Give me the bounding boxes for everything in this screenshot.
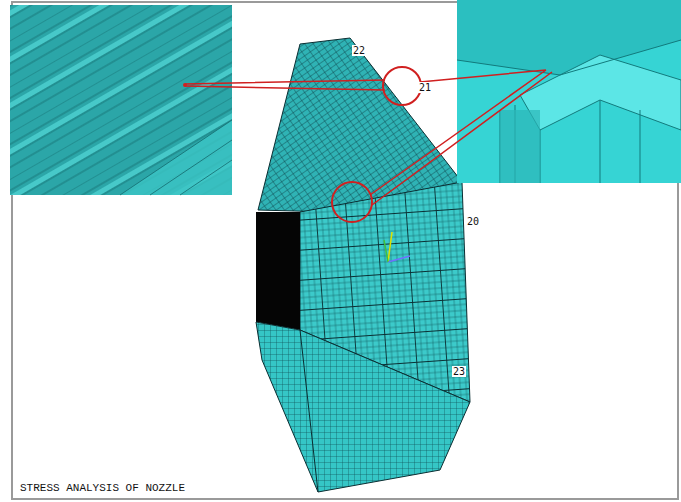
callout-number: 22 [352, 45, 366, 56]
callout-number: 20 [466, 216, 480, 227]
callout-number: 23 [452, 366, 466, 377]
callout-number: 21 [418, 82, 432, 93]
plot-title: STRESS ANALYSIS OF NOZZLE [20, 482, 185, 494]
